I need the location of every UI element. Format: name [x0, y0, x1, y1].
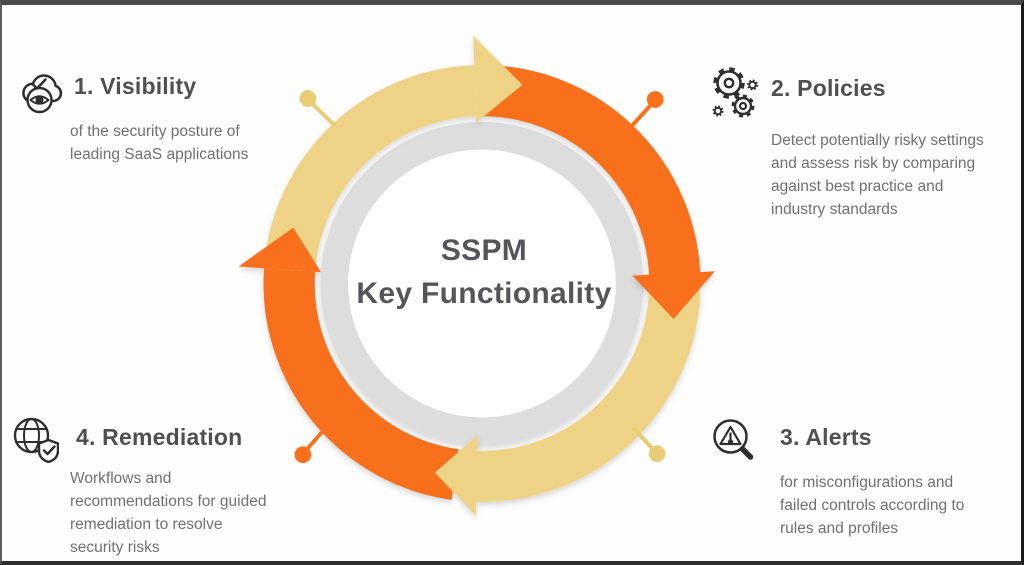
- section-heading-visibility: 1. Visibility: [74, 73, 197, 99]
- section-description-visibility: of the security posture of leading SaaS …: [70, 123, 249, 163]
- diagram-title-line1: SSPM: [440, 234, 528, 267]
- globe-shield-icon: [13, 417, 59, 463]
- inner-ring: [320, 122, 644, 445]
- cycle-arc-segment: [264, 65, 477, 267]
- diagram-title-line2: Key Functionality: [356, 277, 612, 310]
- magnifier-warning-icon: [713, 419, 754, 460]
- cycle-arrowhead: [238, 227, 321, 273]
- center-circle: [348, 149, 616, 418]
- callout-dot: [294, 446, 312, 464]
- cycle-arc-segment: [263, 268, 460, 500]
- cycle-diagram: [238, 35, 715, 516]
- cycle-arrowhead: [632, 271, 715, 320]
- callout-dot: [299, 90, 317, 107]
- callout-markers: [294, 90, 666, 464]
- gears-icon: [712, 67, 759, 118]
- callout-dot: [646, 91, 664, 108]
- callout-dot: [648, 445, 666, 463]
- section-description-policies: Detect potentially risky settings and as…: [771, 132, 984, 218]
- section-description-alerts: for misconfigurations and failed control…: [780, 474, 965, 537]
- cycle-arrows: [238, 35, 715, 516]
- cycle-arrowhead: [434, 435, 479, 516]
- section-heading-alerts: 3. Alerts: [780, 424, 872, 450]
- section-heading-remediation: 4. Remediation: [76, 424, 243, 450]
- cloud-eye-icon: [22, 74, 63, 114]
- section-heading-policies: 2. Policies: [771, 75, 886, 101]
- cycle-arrowhead: [473, 35, 523, 123]
- section-description-remediation: Workflows and recommendations for guided…: [70, 470, 267, 556]
- diagram-title: SSPM Key Functionality: [324, 229, 644, 315]
- cycle-arc-segment: [481, 65, 701, 279]
- cycle-arc-segment: [474, 288, 701, 502]
